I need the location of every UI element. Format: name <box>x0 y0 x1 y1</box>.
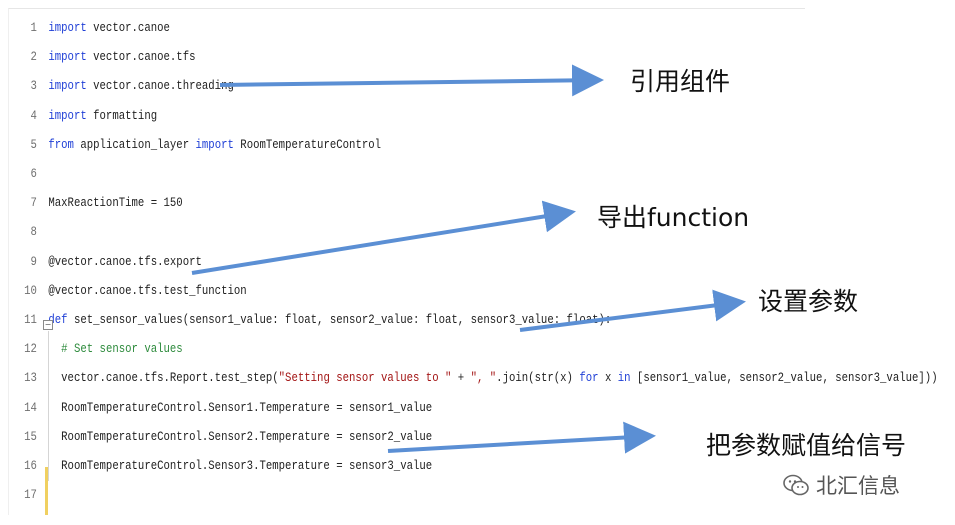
code-comment: # Set sensor values <box>61 341 183 357</box>
line-number: 5 <box>30 136 37 152</box>
code-text: formatting <box>86 107 158 123</box>
line-number: 1 <box>30 20 37 35</box>
code-text: .join(str(x) <box>496 370 580 386</box>
code-line[interactable]: 16 RoomTemperatureControl.Sensor3.Temper… <box>9 451 662 480</box>
code-line[interactable]: 5 from application_layer import RoomTempe… <box>9 130 662 159</box>
code-line[interactable]: 3 import vector.canoe.threading <box>9 71 662 100</box>
watermark: 北汇信息 <box>782 470 900 500</box>
code-keyword: import <box>48 49 87 65</box>
code-line[interactable]: 9 @vector.canoe.tfs.export <box>9 247 662 276</box>
line-number: 10 <box>24 282 37 298</box>
fold-toggle-icon[interactable]: − <box>43 320 53 330</box>
arrow-export-function <box>191 200 576 275</box>
fold-guide <box>48 331 49 481</box>
code-text: [sensor1_value, sensor2_value, sensor3_v… <box>630 370 938 386</box>
annotation-import-components: 引用组件 <box>630 67 731 96</box>
code-line[interactable]: 17 <box>9 480 662 509</box>
code-text: vector.canoe <box>86 20 170 35</box>
code-text: @vector.canoe.tfs.test_function <box>48 282 247 298</box>
line-number: 16 <box>24 458 37 473</box>
code-line[interactable]: 15 RoomTemperatureControl.Sensor2.Temper… <box>9 422 662 451</box>
change-marker <box>45 467 48 515</box>
code-line[interactable]: 1 import vector.canoe <box>9 13 662 42</box>
code-line[interactable]: 4 import formatting <box>9 101 662 130</box>
code-line[interactable]: 8 <box>9 217 662 246</box>
code-keyword: in <box>617 370 631 386</box>
code-string: "Setting sensor values to " <box>278 370 452 386</box>
code-text: vector.canoe.threading <box>86 78 234 94</box>
code-text: application_layer <box>73 136 196 152</box>
code-line[interactable]: 10 @vector.canoe.tfs.test_function <box>9 276 662 305</box>
line-number: 7 <box>30 195 37 211</box>
code-text: @vector.canoe.tfs.export <box>48 253 202 269</box>
code-string: ", " <box>470 370 497 386</box>
code-text: vector.canoe.tfs.Report.test_step( <box>48 370 279 386</box>
code-line[interactable]: 12 # Set sensor values <box>9 334 662 363</box>
code-keyword: import <box>48 107 87 123</box>
line-number: 12 <box>24 341 37 357</box>
line-number: 14 <box>24 399 37 415</box>
code-line[interactable]: 6 <box>9 159 662 188</box>
code-line[interactable]: 13 vector.canoe.tfs.Report.test_step("Se… <box>9 363 938 392</box>
arrow-set-parameters <box>519 289 746 332</box>
line-number: 17 <box>24 487 37 503</box>
annotation-set-parameters: 设置参数 <box>758 287 859 316</box>
code-line[interactable]: 7 MaxReactionTime = 150 <box>9 188 662 217</box>
code-text: RoomTemperatureControl <box>233 136 382 152</box>
code-text: set_sensor_values(sensor1_value: float, … <box>67 312 612 327</box>
code-text: RoomTemperatureControl.Sensor1.Temperatu… <box>48 399 433 415</box>
line-number: 6 <box>30 166 37 181</box>
code-text: + <box>451 370 471 386</box>
code-text: RoomTemperatureControl.Sensor3.Temperatu… <box>48 458 433 473</box>
code-line[interactable]: 2 import vector.canoe.tfs <box>9 42 662 71</box>
annotation-export-function: 导出function <box>597 203 750 232</box>
code-line[interactable]: 11 def set_sensor_values(sensor1_value: f… <box>9 305 662 334</box>
line-number: 3 <box>30 78 37 94</box>
code-text: vector.canoe.tfs <box>86 49 196 65</box>
line-number: 4 <box>30 107 37 123</box>
line-number: 9 <box>30 253 37 269</box>
code-keyword: import <box>48 78 87 94</box>
line-number: 8 <box>30 224 37 240</box>
watermark-text: 北汇信息 <box>816 474 900 498</box>
arrow-import-components <box>219 64 604 97</box>
code-text: x <box>598 370 618 386</box>
code-keyword: import <box>48 20 87 35</box>
code-keyword: import <box>195 136 234 152</box>
wechat-icon <box>783 474 809 496</box>
line-number-gutter <box>9 9 49 515</box>
code-keyword: from <box>48 136 74 152</box>
code-line[interactable]: 14 RoomTemperatureControl.Sensor1.Temper… <box>9 393 662 422</box>
line-number: 13 <box>24 370 37 386</box>
line-number: 2 <box>30 49 37 65</box>
line-number: 11 <box>24 312 37 327</box>
line-number: 15 <box>24 428 37 444</box>
arrow-assign-signals <box>387 421 656 454</box>
code-text: RoomTemperatureControl.Sensor2.Temperatu… <box>48 428 433 444</box>
code-editor[interactable]: 1 import vector.canoe 2 import vector.canoe… <box>8 8 938 515</box>
code-keyword: def <box>48 312 68 327</box>
annotation-assign-signals: 把参数赋值给信号 <box>706 431 907 460</box>
code-keyword: for <box>579 370 599 386</box>
code-text: MaxReactionTime = 150 <box>48 195 183 211</box>
